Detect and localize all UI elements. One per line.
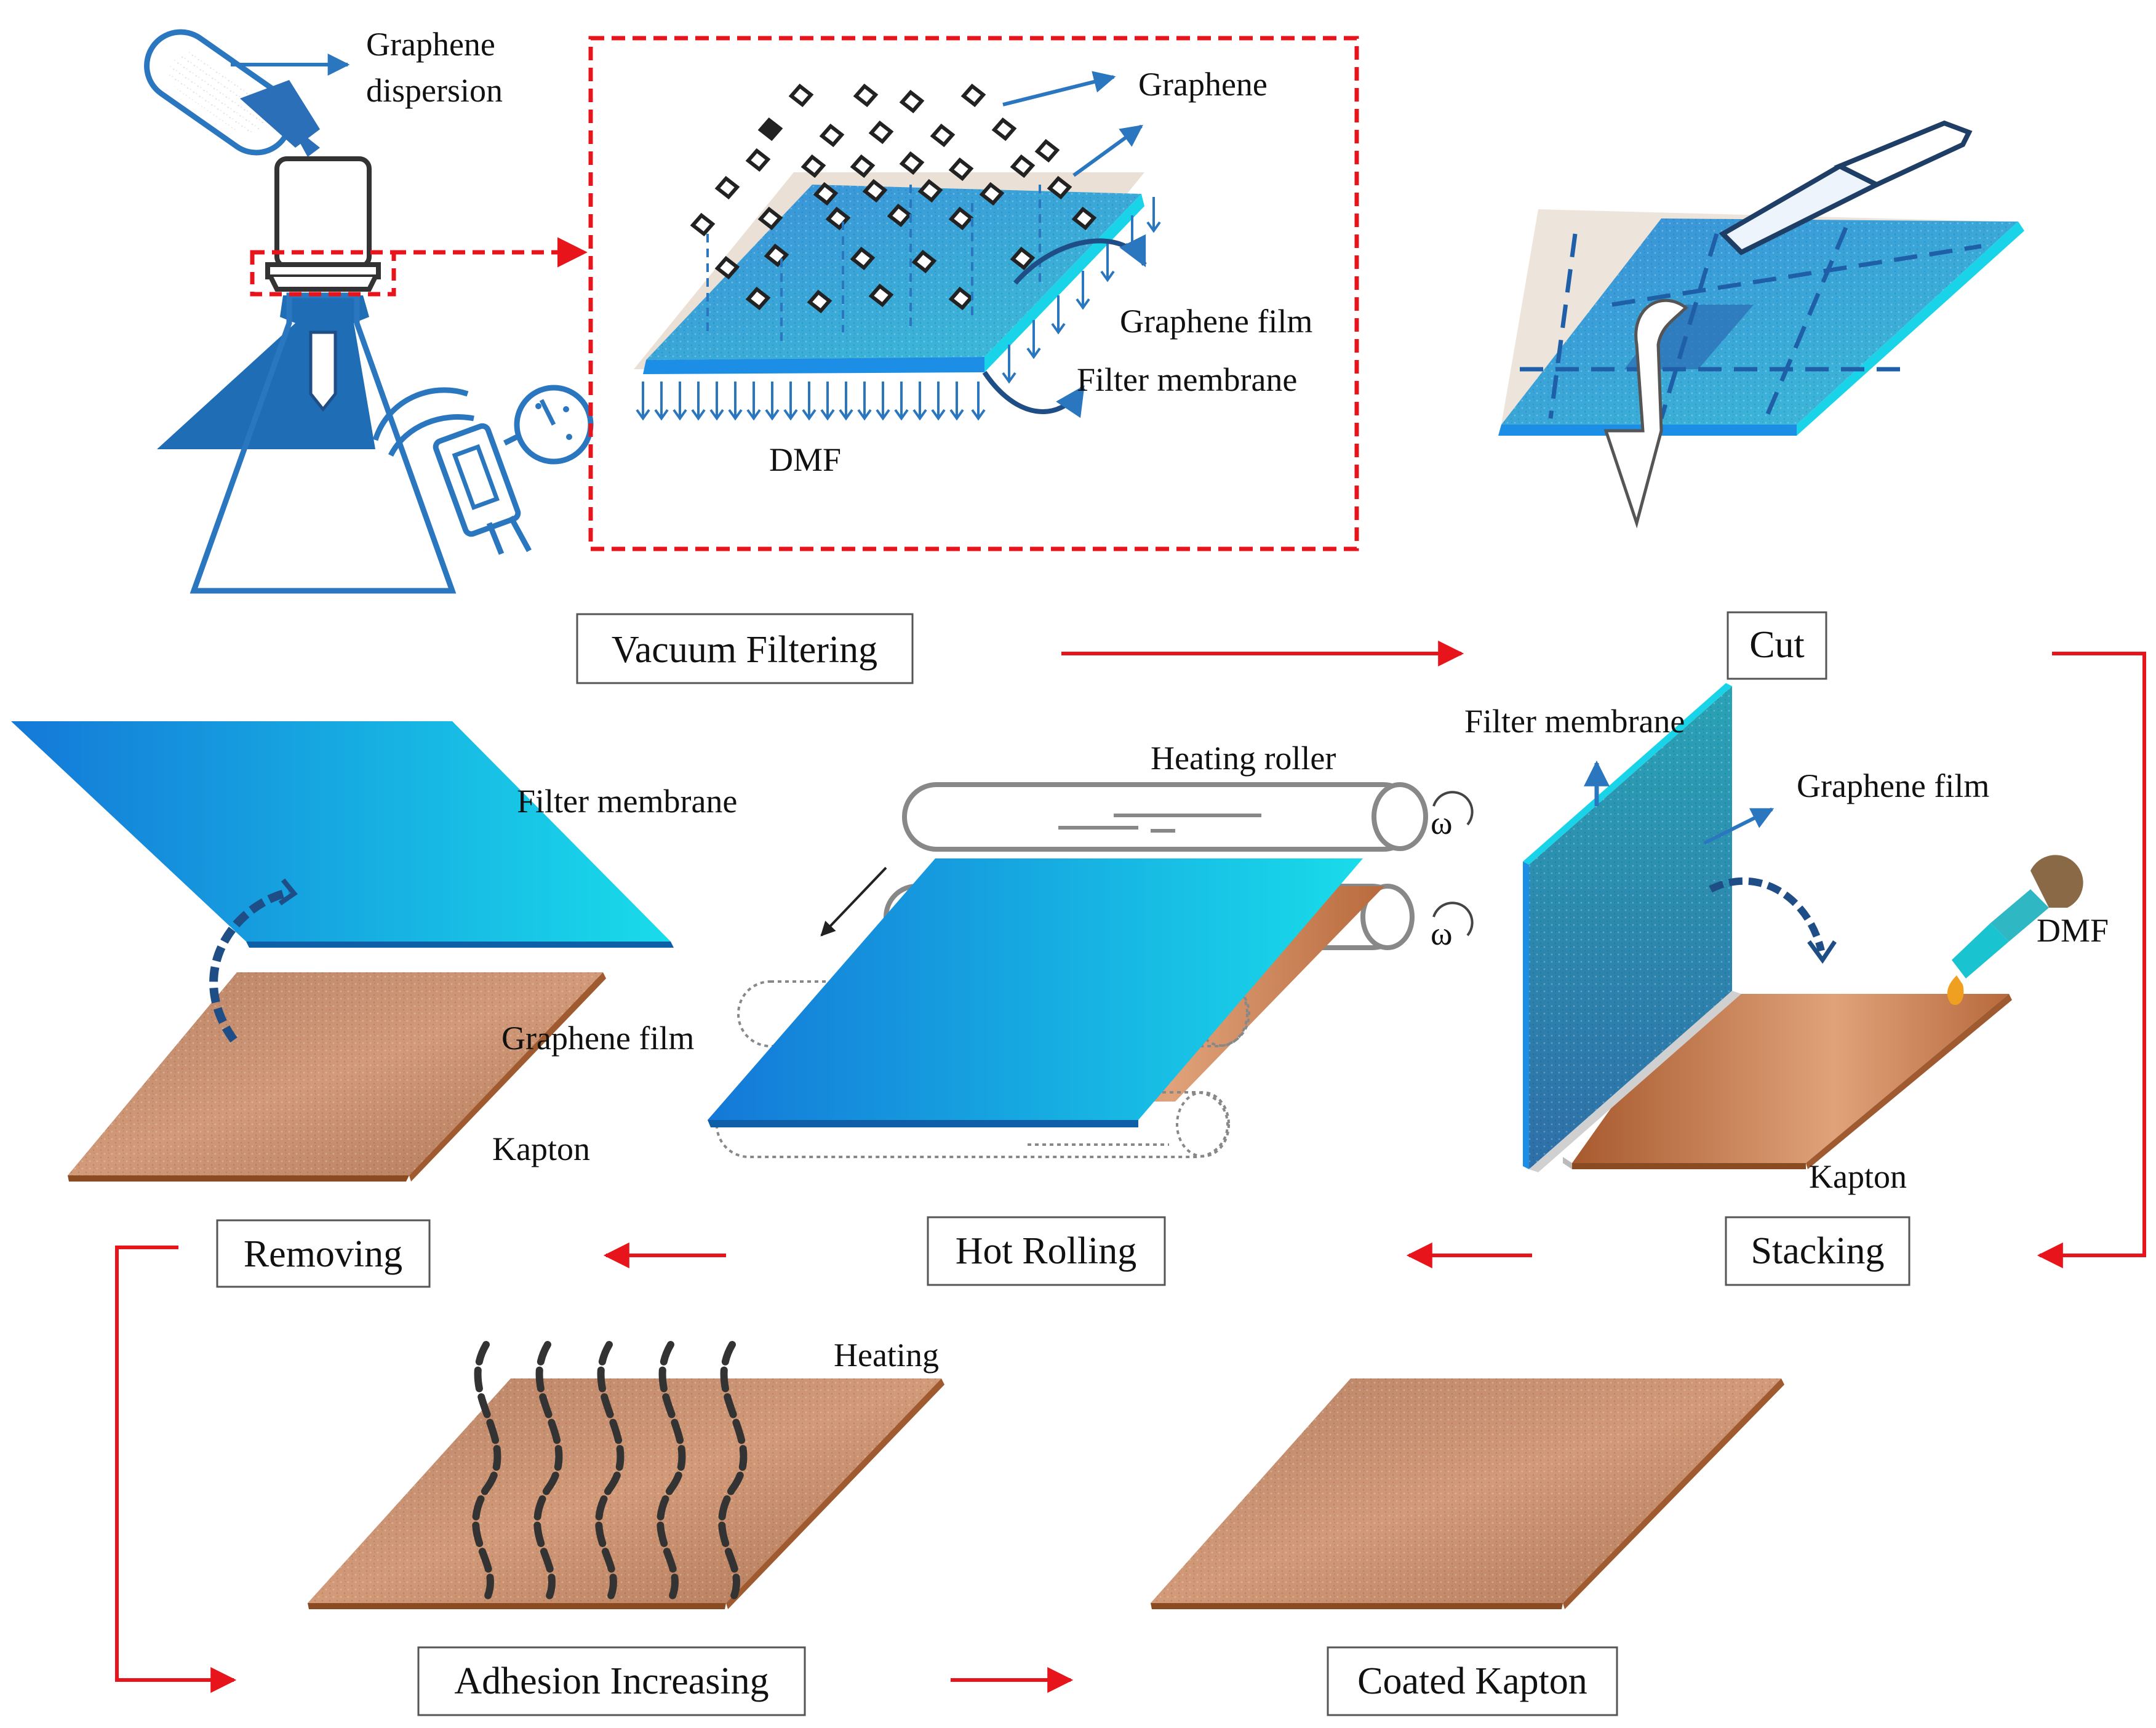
cut-illustration [1498,120,2024,529]
coated-kapton-illustration [1151,1378,1784,1609]
step-removing-label: Removing [244,1233,402,1275]
graphene-film-label-removing: Graphene film [501,1020,694,1057]
adhesion-illustration: Heating [308,1337,944,1609]
stacking-illustration: Filter membrane Graphene film DMF Kapton [1464,683,2109,1195]
filter-membrane-label-stacking: Filter membrane [1464,703,1685,740]
rolling-direction-arrow [820,866,887,937]
flake-drop-lines [706,185,1041,345]
flow-arrow-cut-to-stacking [2037,652,2146,1268]
omega-label-top: ω [1431,804,1453,841]
step-vacuum-filtering: Vacuum Filtering [576,613,914,684]
peel-dashed-arrow [209,888,290,1043]
step-stacking: Stacking [1725,1216,1910,1286]
zoom-frame [588,36,1359,551]
flask-icon [157,292,474,594]
rolling-membrane-sheet [708,858,1363,1120]
step-cut-label: Cut [1749,624,1805,666]
heat-waves [472,1341,748,1604]
step-coated-kapton-label: Coated Kapton [1357,1660,1587,1702]
cut-out-arrow-icon [1603,298,1688,529]
knife-icon [1719,120,1973,255]
step-hot-rolling-label: Hot Rolling [956,1230,1137,1272]
filter-membrane-label-removing: Filter membrane [517,783,737,820]
step-adhesion-increasing: Adhesion Increasing [417,1646,806,1716]
heating-label: Heating [834,1337,939,1374]
rotation-indicator-bottom: ω [1431,902,1474,952]
zoom-source-box [250,250,396,297]
filtration-detail-panel: Graphene Graphene film Filter membrane D… [588,36,1359,551]
dmf-label-stacking: DMF [2037,912,2109,949]
step-vacuum-filtering-label: Vacuum Filtering [612,629,877,671]
filter-membrane-label-zoom: Filter membrane [1077,361,1297,398]
stack-dashed-arrow [1709,877,1825,952]
graphene-film-label-zoom: Graphene film [1120,303,1312,340]
vacuum-pump-icon [433,385,594,555]
rotation-indicator-top: ω [1431,791,1474,841]
kapton-label-removing: Kapton [492,1130,590,1167]
graphene-dispersion-label-1: Graphene [366,26,495,63]
kapton-label-stacking: Kapton [1809,1158,1907,1195]
top-heating-roller [902,782,1428,852]
dmf-label-zoom: DMF [769,441,841,478]
hot-rolling-illustration: ω ω Heating roller [708,740,1474,1158]
removing-illustration: Filter membrane Graphene film Kapton [11,721,737,1182]
dropper-icon [1947,855,2083,1006]
film-curve-arrow [1013,234,1147,285]
step-stacking-label: Stacking [1751,1230,1885,1272]
filter-membrane-sheet [11,721,671,942]
step-cut: Cut [1727,611,1827,680]
omega-label-bottom: ω [1431,915,1453,952]
graphene-film-label-stacking: Graphene film [1797,767,1989,804]
step-hot-rolling: Hot Rolling [927,1216,1166,1286]
flow-arrow-removing-to-adhesion [115,1246,237,1693]
test-tube-icon [144,29,320,157]
membrane-curve-arrow [982,370,1085,418]
step-removing: Removing [216,1219,431,1288]
graphene-label: Graphene [1138,66,1268,103]
heating-roller-label: Heating roller [1151,740,1336,777]
step-adhesion-increasing-label: Adhesion Increasing [454,1660,769,1702]
graphene-flakes [690,83,1097,314]
step-coated-kapton: Coated Kapton [1327,1646,1618,1716]
graphene-dispersion-label-2: dispersion [366,72,503,109]
vacuum-filter-apparatus: Graphene dispersion [144,26,594,594]
filter-membrane-layer [643,357,984,374]
